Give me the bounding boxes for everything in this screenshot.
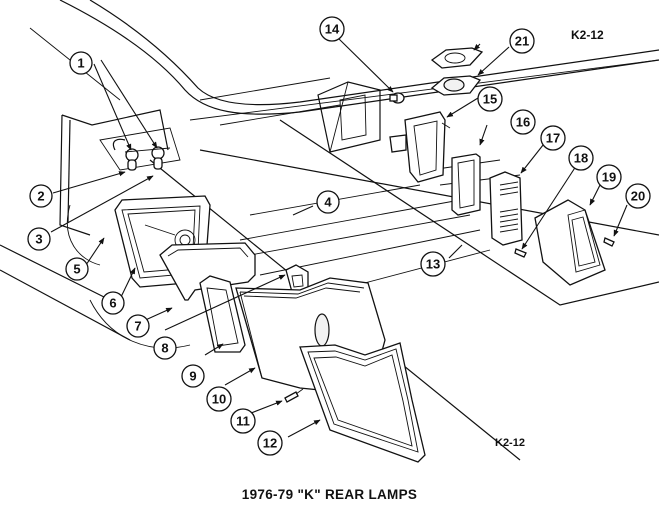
callout-label: 1 [77,56,84,71]
marker-socket-housing [389,111,451,183]
housing-gasket [159,242,256,301]
callout-5: 5 [65,257,89,281]
callout-14: 14 [319,16,345,42]
callout-21: 21 [509,28,535,54]
callout-16: 16 [510,109,536,135]
callout-10: 10 [206,386,232,412]
callout-9: 9 [181,364,205,388]
callout-15: 15 [477,86,503,112]
side-marker-small [285,264,309,293]
callout-label: 4 [324,195,332,210]
callout-17: 17 [540,125,566,151]
marker-screws [514,237,615,258]
callout-label: 10 [212,392,226,407]
callout-2: 2 [29,184,53,208]
callout-label: 11 [236,414,250,429]
callout-18: 18 [568,145,594,171]
marker-bezel [534,199,606,286]
callout-label: 5 [73,262,80,277]
callout-label: 6 [109,296,116,311]
callout-11: 11 [230,408,256,434]
callout-1: 1 [69,51,93,75]
bezel-screw [284,388,304,403]
callout-20: 20 [625,183,651,209]
callout-6: 6 [101,291,125,315]
callout-label: 9 [189,369,196,384]
callout-label: 17 [546,131,560,146]
callout-label: 15 [483,92,497,107]
reflector [199,275,246,353]
callout-4: 4 [316,190,340,214]
marker-bulb [389,92,405,104]
marker-lens [489,171,523,246]
figure-caption: 1976-79 "K" REAR LAMPS [241,487,418,502]
callout-7: 7 [126,314,150,338]
lamp-sockets [112,138,171,171]
lamp-bezel [299,342,426,463]
figure-code-top: K2-12 [571,28,604,42]
callout-label: 12 [263,436,277,451]
callout-label: 3 [35,232,42,247]
callout-label: 2 [37,189,44,204]
callout-label: 19 [602,170,616,185]
callout-8: 8 [153,336,177,360]
figure-code-bottom: K2-12 [495,437,525,449]
callout-3: 3 [27,227,51,251]
callout-label: 16 [516,115,530,130]
callout-label: 13 [426,257,440,272]
callout-13: 13 [420,251,446,277]
callout-label: 18 [574,151,588,166]
callout-label: 7 [134,319,141,334]
callout-label: 8 [161,341,168,356]
callout-19: 19 [596,164,622,190]
marker-gasket [451,153,481,216]
leader-lines [50,37,628,438]
callout-12: 12 [257,430,283,456]
callout-label: 21 [515,34,529,49]
callout-label: 14 [325,22,340,37]
callout-label: 20 [631,189,645,204]
mounting-gaskets [430,47,484,96]
